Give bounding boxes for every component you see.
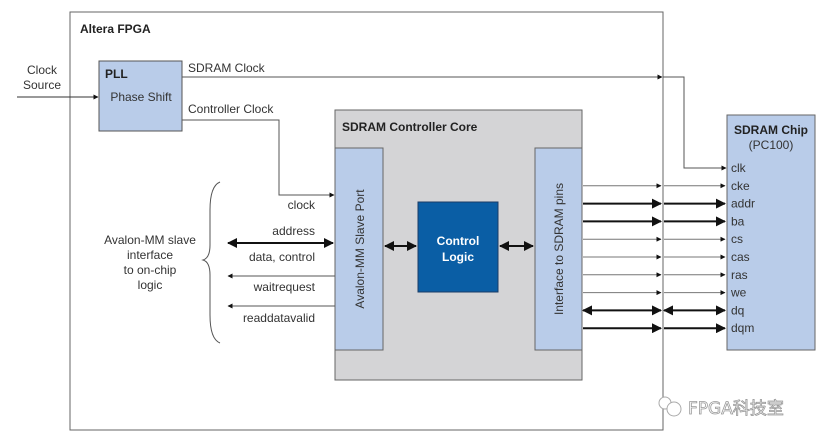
pin-label-ras: ras <box>731 268 748 282</box>
pin-label-cke: cke <box>731 179 750 193</box>
avalon-slave-port-label: Avalon-MM Slave Port <box>353 189 367 309</box>
pin-label-we: we <box>730 286 747 300</box>
sdram-pin-interface <box>534 147 583 351</box>
sdram-pin-interface-label: Interface to SDRAM pins <box>552 183 566 315</box>
pin-label-cas: cas <box>731 250 750 264</box>
controller-clock-label: Controller Clock <box>188 102 274 116</box>
pll-block <box>98 60 183 132</box>
control-logic-label: Control <box>437 234 480 248</box>
avalon-group-brace <box>201 181 221 344</box>
controller-core-title: SDRAM Controller Core <box>342 120 478 134</box>
sdram-chip-title: SDRAM Chip <box>734 123 808 137</box>
avalon-slave-port <box>334 147 384 351</box>
sdram-clock-route <box>663 76 727 171</box>
sdram-chip-block <box>726 114 816 351</box>
sdram-chip-subtitle: (PC100) <box>749 138 794 152</box>
signal-clock-label: clock <box>288 198 316 212</box>
signal-data-control-label: data, control <box>249 250 315 264</box>
signal-waitrequest-label: waitrequest <box>253 280 316 294</box>
control-logic-block <box>417 201 499 293</box>
signal-readdatavalid-label: readdatavalid <box>243 311 315 325</box>
pll-subtitle: Phase Shift <box>110 90 172 104</box>
pin-label-addr: addr <box>731 197 755 211</box>
signal-address-label: address <box>272 224 315 238</box>
clock-source-label: Clock <box>27 63 58 77</box>
control-logic-label-2: Logic <box>442 250 474 264</box>
sdram-clock-label: SDRAM Clock <box>188 61 266 75</box>
pin-label-clk: clk <box>731 161 747 175</box>
pin-label-dqm: dqm <box>731 321 754 335</box>
pll-title: PLL <box>105 67 128 81</box>
avalon-group-label: Avalon-MM slave <box>104 233 196 247</box>
pin-label-cs: cs <box>731 232 743 246</box>
wechat-icon <box>658 396 682 417</box>
fpga-title: Altera FPGA <box>80 22 151 36</box>
avalon-group-label-4: logic <box>138 278 163 292</box>
avalon-group-label-2: interface <box>127 248 173 262</box>
clock-source-label-2: Source <box>23 78 61 92</box>
avalon-group-label-3: to on-chip <box>124 263 177 277</box>
pin-label-dq: dq <box>731 303 744 317</box>
watermark-text: FPGA科技室 <box>688 399 784 419</box>
pin-label-ba: ba <box>731 214 745 228</box>
controller-clock-line <box>182 119 335 198</box>
